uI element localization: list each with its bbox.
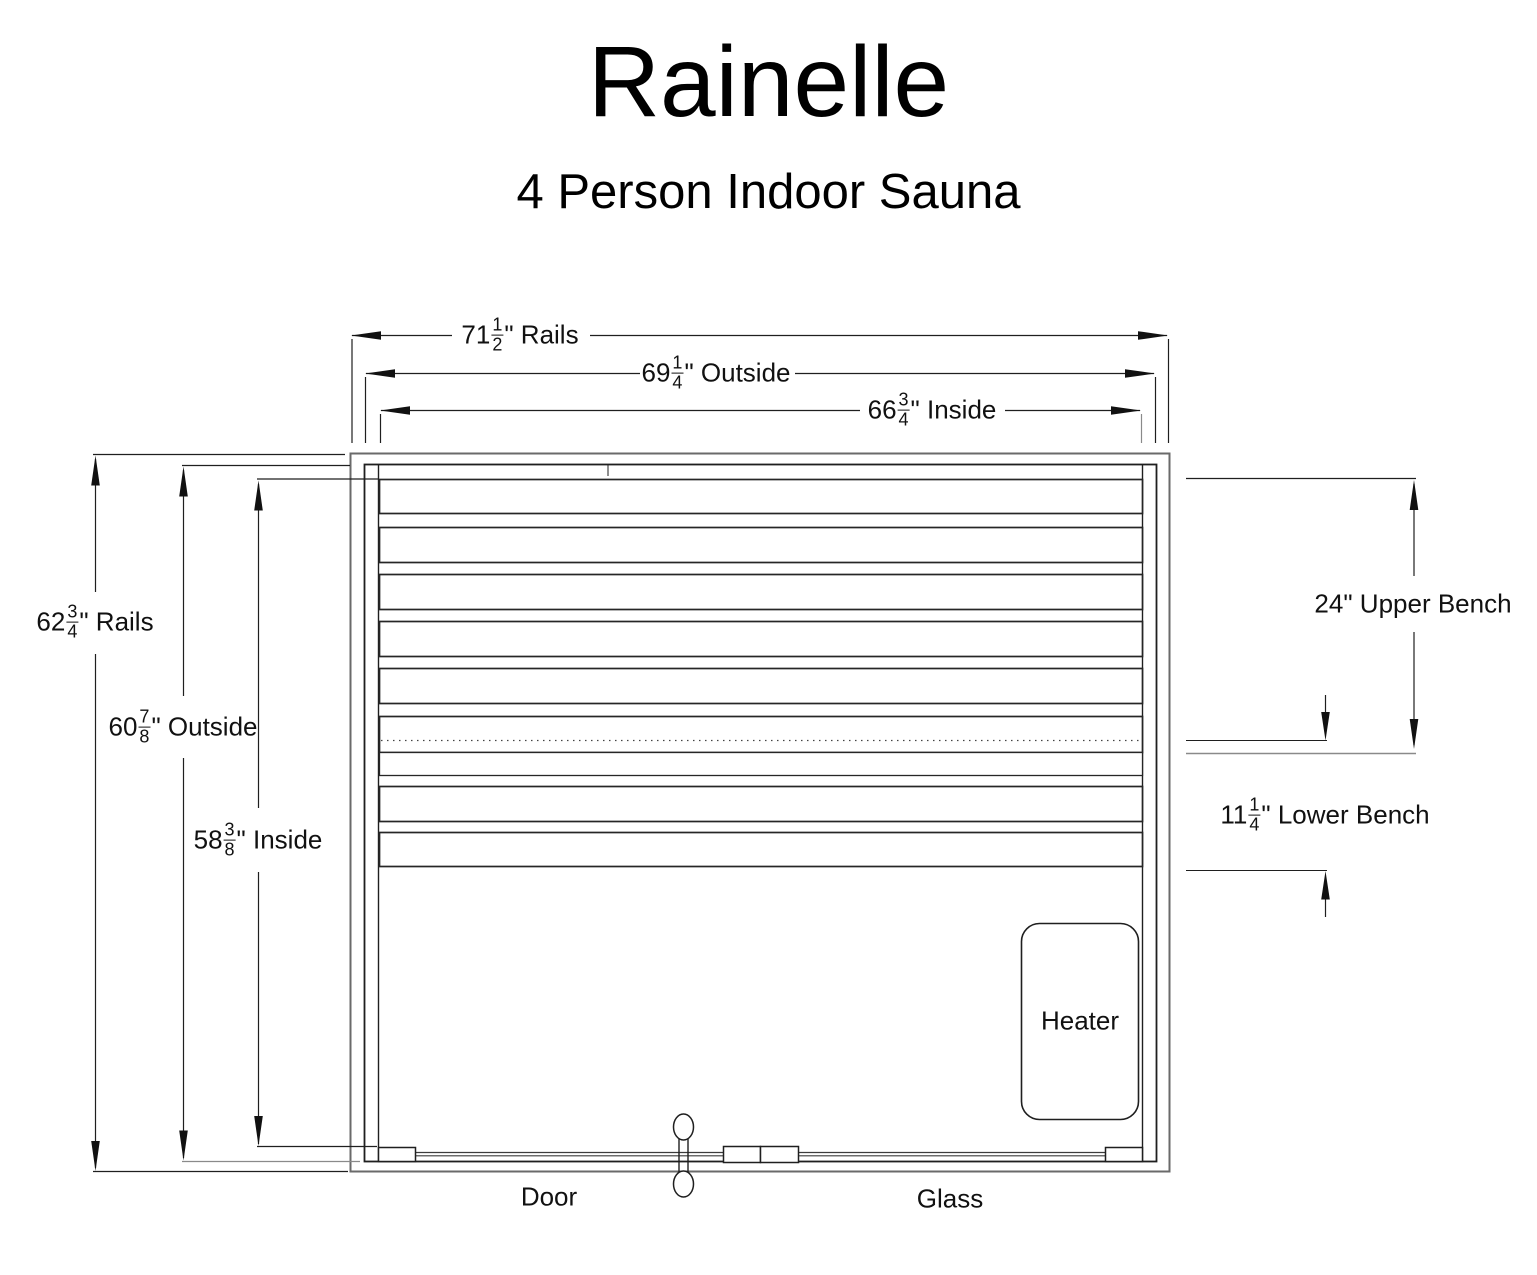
glass-label: Glass [916,1183,984,1214]
dim-fraction-numerator: 3 [224,819,235,840]
dim-fraction-numerator: 1 [1249,794,1260,815]
bench-slat [378,785,1144,823]
dim-suffix: " Inside [236,824,323,855]
bench-slat [378,573,1144,611]
dim-fraction-denominator: 2 [491,334,504,355]
bench-slat [378,831,1144,868]
arrowhead-down [179,1130,188,1161]
bench-slat [378,715,1144,754]
dim-left-outside [179,464,360,1163]
dim-whole: 71 [461,319,491,350]
page-title: Rainelle [587,26,950,138]
dim-fraction-denominator: 4 [671,372,684,393]
dim-upper-bench [1186,477,1419,755]
door-latch-block [722,1145,762,1164]
arrowhead-left [380,406,410,415]
arrowhead-right [1138,331,1168,340]
arrowhead-left [351,331,381,340]
dim-top-outside [364,369,1157,443]
dim-fraction-denominator: 8 [138,726,151,747]
arrowhead-down [1409,719,1419,749]
dim-fraction-numerator: 7 [139,706,150,727]
dim-left-rails [91,453,348,1173]
bench-slat [378,526,1144,564]
arrowhead-up [91,455,100,486]
page-subtitle: 4 Person Indoor Sauna [516,165,1021,219]
heater-outline [1020,922,1140,1121]
bench-slat [378,667,1144,705]
bench-slats [378,478,1144,868]
bench-slat [378,478,1144,515]
dim-fraction-denominator: 4 [1248,814,1261,835]
handle-knob [672,1170,695,1198]
dim-whole: 58 [193,824,223,855]
dim-suffix: " Outside [151,711,258,742]
dim-top-rails [351,331,1170,443]
dimension-lines [91,331,1419,1173]
dim-suffix: " Lower Bench [1261,799,1430,830]
door-label: Door [520,1181,578,1212]
dim-fraction-numerator: 1 [672,352,683,373]
heater-label: Heater [1040,1005,1120,1036]
dim-label-upper-bench: 24" Upper Bench [1314,588,1512,619]
dim-whole: 62 [36,606,66,637]
arrowhead-down [91,1141,100,1171]
dim-top-inside [379,406,1143,443]
dim-suffix: " Rails [504,319,579,350]
dim-fraction-denominator: 4 [66,621,79,642]
arrowhead-right [1111,406,1141,415]
arrowhead-up [1321,871,1330,900]
glass-wall [377,1145,1144,1164]
dim-whole: 60 [108,711,138,742]
arrowhead-up [1409,480,1419,510]
bench-slat [378,620,1144,658]
dim-lower-bench [1186,695,1330,917]
handle-knob [672,1113,695,1141]
dim-fraction-denominator: 4 [897,409,910,430]
dim-whole: 11 [1220,799,1248,830]
arrowhead-up [254,480,263,511]
dim-fraction-numerator: 3 [898,389,909,410]
door-latch-block [759,1145,800,1164]
dim-suffix: " Rails [79,606,154,637]
lower-bench-edge-board [378,751,1144,777]
dim-fraction-numerator: 3 [67,601,78,622]
arrowhead-up [179,466,188,497]
dim-fraction-numerator: 1 [492,314,503,335]
arrowhead-down [254,1116,263,1146]
right-corner-post [1104,1146,1144,1163]
dim-left-inside [254,478,378,1148]
outer-rail-frame [349,452,1171,1173]
door-handle-icon [672,1113,695,1198]
arrowhead-right [1125,369,1155,378]
left-corner-post [377,1146,417,1163]
arrowhead-down [1321,712,1330,741]
dim-fraction-denominator: 8 [223,839,236,860]
dim-whole: 66 [867,394,897,425]
dim-suffix: " Outside [684,357,791,388]
dim-suffix: " Inside [910,394,997,425]
dim-whole: 69 [641,357,671,388]
arrowhead-left [365,369,395,378]
